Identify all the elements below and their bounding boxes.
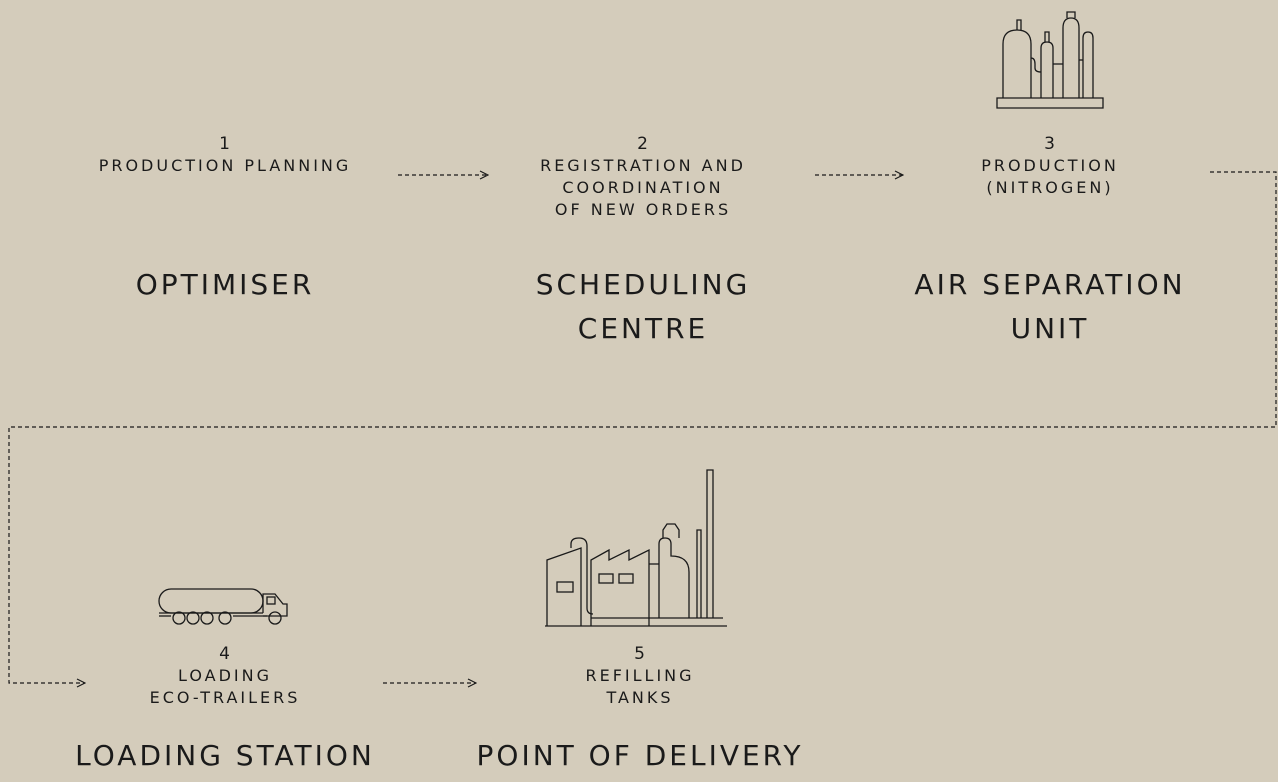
step-5-title: POINT OF DELIVERY	[476, 739, 804, 772]
step-2: 2 REGISTRATION AND COORDINATION OF NEW O…	[478, 133, 808, 221]
factory-icon	[543, 468, 729, 632]
step-description: LOADING ECO-TRAILERS	[149, 666, 301, 707]
tanker-truck-icon	[157, 586, 291, 630]
step-description: PRODUCTION (NITROGEN)	[981, 156, 1119, 197]
step-3: 3 PRODUCTION (NITROGEN)	[885, 133, 1215, 199]
step-4-title: LOADING STATION	[75, 739, 375, 772]
step-description: REFILLING TANKS	[585, 666, 695, 707]
step-description: REGISTRATION AND COORDINATION OF NEW ORD…	[540, 156, 746, 219]
connector-3-to-4	[8, 171, 1277, 683]
step-number: 2	[637, 134, 649, 154]
step-number: 5	[634, 644, 646, 664]
air-separation-unit-icon	[995, 8, 1105, 124]
step-number: 1	[219, 134, 231, 154]
step-number: 4	[219, 644, 231, 664]
step-description: PRODUCTION PLANNING	[98, 156, 352, 175]
step-5: 5 REFILLING TANKS	[475, 643, 805, 709]
step-number: 3	[1044, 134, 1056, 154]
step-2-title: SCHEDULING CENTRE	[535, 268, 751, 345]
step-1: 1 PRODUCTION PLANNING	[60, 133, 390, 177]
step-3-title: AIR SEPARATION UNIT	[914, 268, 1186, 345]
step-4: 4 LOADING ECO-TRAILERS	[60, 643, 390, 709]
step-1-title: OPTIMISER	[135, 268, 315, 301]
